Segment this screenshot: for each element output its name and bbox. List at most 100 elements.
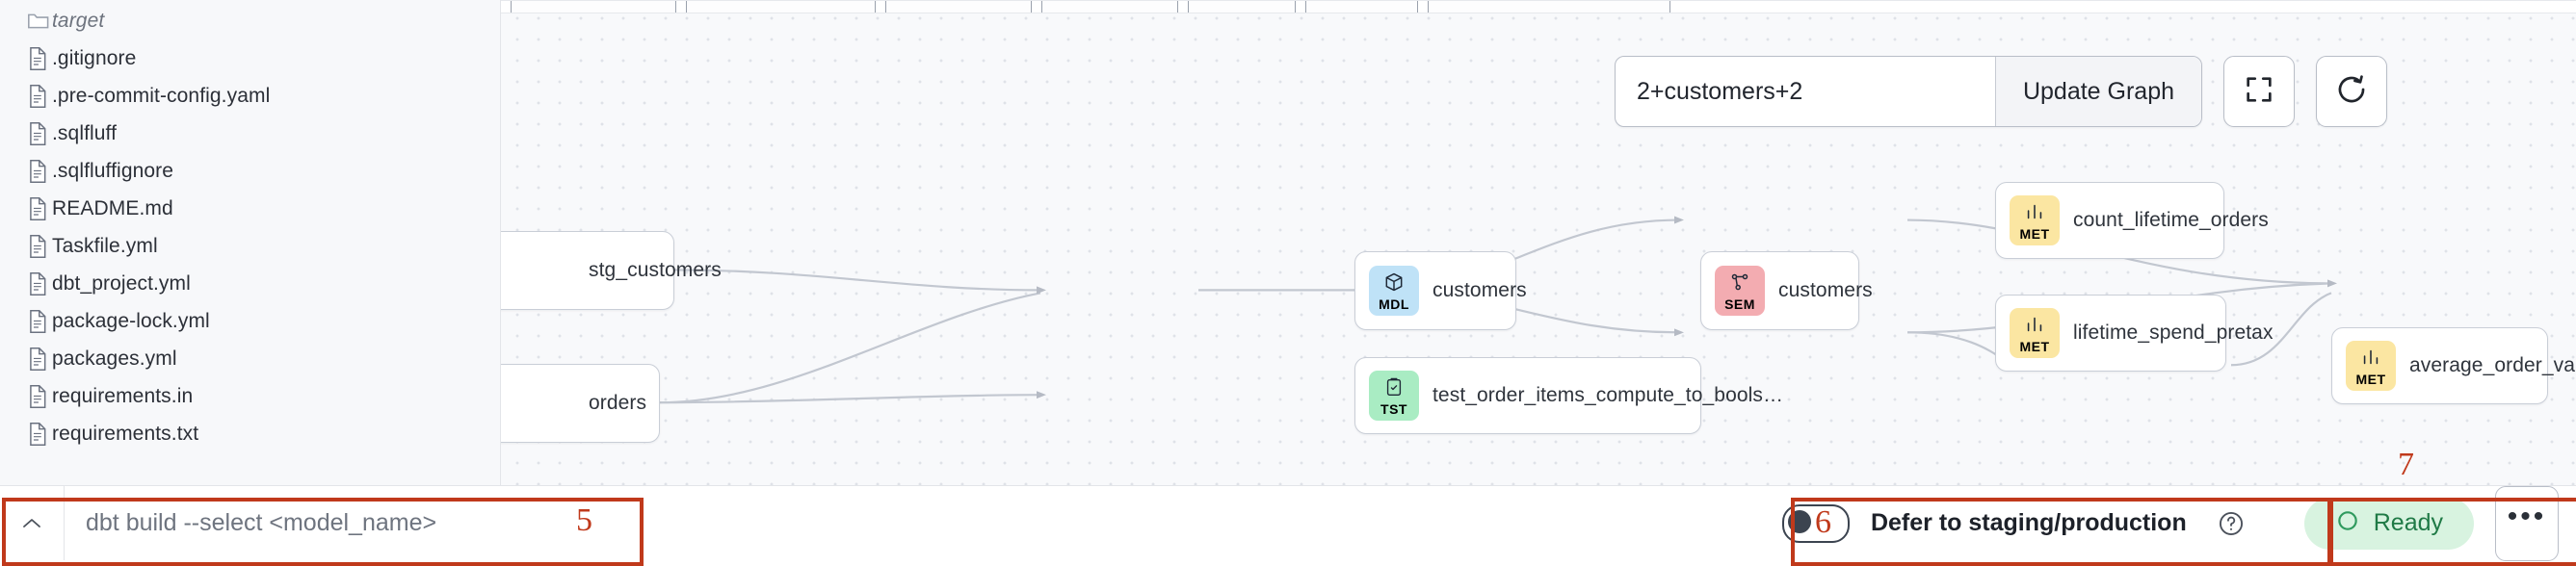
workspace-body: target .gitignore .pre-commit-config.yam… [0,0,2576,485]
node-type-badge-met: MET [2010,308,2060,358]
file-icon [27,84,52,109]
file-name: README.md [52,196,173,219]
file-row[interactable]: target [0,2,501,39]
node-label: customers [1778,279,1873,301]
file-list: target .gitignore .pre-commit-config.yam… [0,2,501,452]
node-label: count_lifetime_orders [2073,209,2269,231]
status-label: Ready [2373,509,2443,536]
file-row[interactable]: Taskfile.yml [0,227,501,265]
met-icon [2024,314,2045,339]
file-name: Taskfile.yml [52,234,158,257]
chevron-up-icon[interactable] [0,486,65,560]
node-type-badge-sem: SEM [1715,266,1765,316]
file-row[interactable]: requirements.txt [0,415,501,452]
status-circle-icon [2335,508,2360,538]
file-name: requirements.in [52,384,194,407]
defer-toggle[interactable] [1781,503,1850,543]
editor-tab[interactable] [1041,0,1178,13]
dag-node[interactable]: MET lifetime_spend_pretax [1995,295,2273,372]
node-label: test_order_items_compute_to_bools… [1433,384,1784,406]
refresh-icon [2335,73,2368,111]
node-label: orders [589,392,647,414]
file-icon [27,422,52,447]
file-icon [27,121,52,146]
file-icon [27,46,52,71]
file-name: .gitignore [52,46,137,69]
dag-node[interactable]: MET average_order_value [2331,327,2576,404]
dag-node[interactable]: orders [501,364,660,443]
dag-node[interactable]: SEM customers [1700,251,1873,330]
file-icon [27,384,52,409]
graph-search-group: Update Graph [1614,56,2202,127]
canvas-divider [501,0,2576,1]
node-type-label: MET [2355,371,2386,387]
node-type-badge-met: MET [2346,341,2396,391]
file-row[interactable]: packages.yml [0,340,501,377]
file-row[interactable]: .sqlfluffignore [0,152,501,190]
node-type-label: MET [2019,338,2050,354]
file-name: requirements.txt [52,422,199,445]
fullscreen-icon [2243,73,2275,111]
editor-tab[interactable] [1305,0,1418,13]
dag-node[interactable]: MET count_lifetime_orders [1995,182,2269,259]
node-label: stg_customers [589,259,722,281]
file-name: target [52,9,105,32]
defer-group: Defer to staging/production [1732,503,2270,543]
editor-tab[interactable] [511,0,676,13]
file-icon [27,234,52,259]
dag-node[interactable]: TST test_order_items_compute_to_bools… [1354,357,1783,434]
editor-tab[interactable] [1188,0,1296,13]
bottom-right-group: Defer to staging/production Ready [1732,485,2576,561]
graph-search-input[interactable] [1615,57,1995,126]
status-badge[interactable]: Ready [2303,497,2474,550]
file-row[interactable]: package-lock.yml [0,302,501,340]
file-explorer-sidebar: target .gitignore .pre-commit-config.yam… [0,0,501,485]
file-name: .pre-commit-config.yaml [52,84,271,107]
file-row[interactable]: requirements.in [0,377,501,415]
file-row[interactable]: .pre-commit-config.yaml [0,77,501,115]
node-type-badge-tst: TST [1369,371,1419,421]
node-type-badge-met: MET [2010,195,2060,245]
editor-tab-active[interactable] [1428,0,1670,13]
bottom-status-bar: Defer to staging/production Ready [0,485,2576,561]
defer-label: Defer to staging/production [1870,509,2187,536]
graph-toolbar: Update Graph [1614,56,2387,127]
editor-tab[interactable] [885,0,1032,13]
refresh-button[interactable] [2316,56,2387,127]
file-row[interactable]: .gitignore [0,39,501,77]
node-label: lifetime_spend_pretax [2073,322,2274,344]
file-icon [27,159,52,184]
sem-icon [1729,271,1750,296]
node-type-label: MDL [1379,296,1409,312]
command-bar [0,486,636,560]
editor-tab-strip[interactable] [501,0,2576,13]
node-label: customers [1433,279,1527,301]
help-circle-icon[interactable] [2218,510,2245,537]
command-input[interactable] [65,486,636,560]
toggle-knob [1787,509,1811,533]
dag-node[interactable]: MDL customers [1354,251,1527,330]
file-name: .sqlfluffignore [52,159,174,182]
met-icon [2024,201,2045,226]
file-name: .sqlfluff [52,121,118,144]
dag-node[interactable]: stg_customers [501,231,722,310]
file-row[interactable]: dbt_project.yml [0,265,501,302]
file-row[interactable]: .sqlfluff [0,115,501,152]
met-icon [2360,347,2381,372]
folder-icon [27,11,52,32]
editor-tab[interactable] [686,0,876,13]
mdl-icon [1383,271,1405,296]
more-options-button[interactable]: ••• [2495,485,2559,561]
fullscreen-button[interactable] [2223,56,2295,127]
file-row[interactable]: README.md [0,190,501,227]
update-graph-button[interactable]: Update Graph [1994,57,2201,126]
file-icon [27,271,52,296]
file-icon [27,196,52,221]
file-icon [27,309,52,334]
tst-icon [1383,376,1405,401]
node-label: average_order_value [2409,354,2576,376]
node-type-label: MET [2019,225,2050,242]
node-type-badge-mdl: MDL [1369,266,1419,316]
